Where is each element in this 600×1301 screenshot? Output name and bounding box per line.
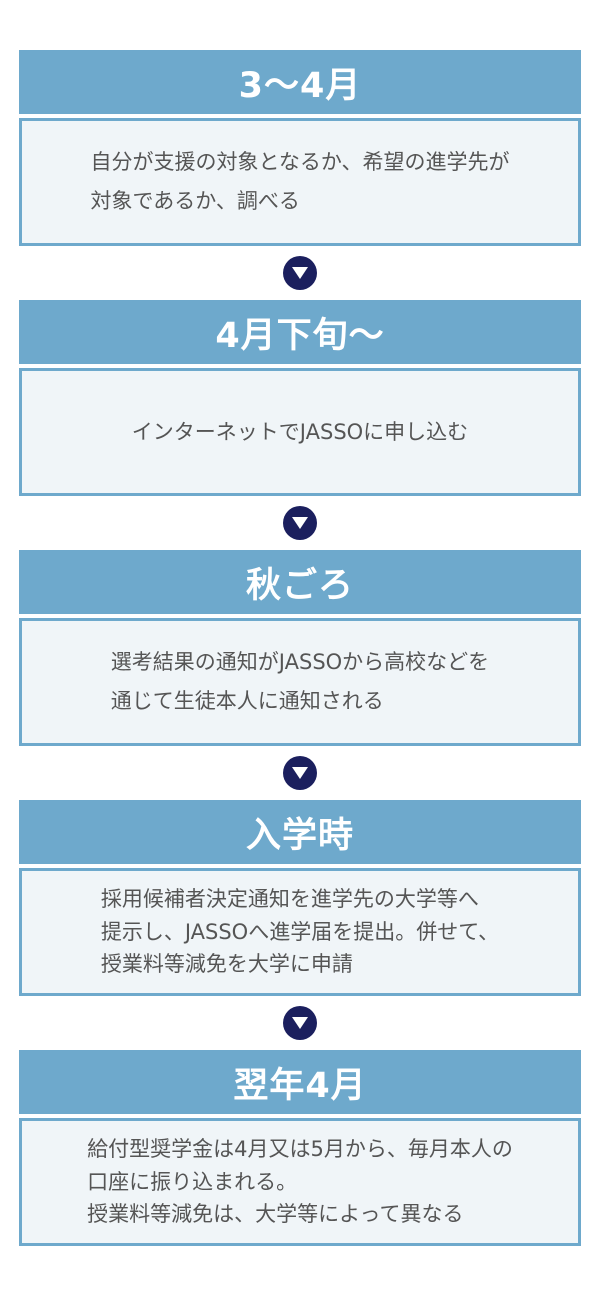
step-description-text: 選考結果の通知がJASSOから高校などを 通じて生徒本人に通知される bbox=[110, 650, 490, 713]
step-3: 秋ごろ 選考結果の通知がJASSOから高校などを 通じて生徒本人に通知される bbox=[19, 550, 581, 746]
step-description: 採用候補者決定通知を進学先の大学等へ 提示し、JASSOへ進学届を提出。併せて、… bbox=[19, 868, 581, 996]
step-1: 3〜4月 自分が支援の対象となるか、希望の進学先が 対象であるか、調べる bbox=[19, 50, 581, 246]
step-description: 選考結果の通知がJASSOから高校などを 通じて生徒本人に通知される bbox=[19, 618, 581, 746]
step-description-text: 採用候補者決定通知を進学先の大学等へ 提示し、JASSOへ進学届を提出。併せて、… bbox=[100, 887, 500, 977]
flow-arrow bbox=[19, 746, 581, 800]
down-triangle-icon bbox=[283, 506, 317, 540]
down-triangle-icon bbox=[283, 1006, 317, 1040]
step-description: インターネットでJASSOに申し込む bbox=[19, 368, 581, 496]
step-2: 4月下旬〜 インターネットでJASSOに申し込む bbox=[19, 300, 581, 496]
flow-arrow bbox=[19, 996, 581, 1050]
step-title: 入学時 bbox=[19, 800, 581, 864]
step-title: 4月下旬〜 bbox=[19, 300, 581, 364]
step-description-text: 給付型奨学金は4月又は5月から、毎月本人の 口座に振り込まれる。 授業料等減免は… bbox=[87, 1137, 513, 1227]
step-title: 翌年4月 bbox=[19, 1050, 581, 1114]
down-triangle-icon bbox=[283, 756, 317, 790]
flow-arrow bbox=[19, 496, 581, 550]
flow-arrow bbox=[19, 246, 581, 300]
down-triangle-icon bbox=[283, 256, 317, 290]
process-flow: 3〜4月 自分が支援の対象となるか、希望の進学先が 対象であるか、調べる 4月下… bbox=[19, 50, 581, 1246]
step-description-text: 自分が支援の対象となるか、希望の進学先が 対象であるか、調べる bbox=[90, 150, 510, 213]
step-title: 3〜4月 bbox=[19, 50, 581, 114]
step-description-text: インターネットでJASSOに申し込む bbox=[131, 419, 469, 444]
step-description: 給付型奨学金は4月又は5月から、毎月本人の 口座に振り込まれる。 授業料等減免は… bbox=[19, 1118, 581, 1246]
step-title: 秋ごろ bbox=[19, 550, 581, 614]
step-5: 翌年4月 給付型奨学金は4月又は5月から、毎月本人の 口座に振り込まれる。 授業… bbox=[19, 1050, 581, 1246]
step-description: 自分が支援の対象となるか、希望の進学先が 対象であるか、調べる bbox=[19, 118, 581, 246]
step-4: 入学時 採用候補者決定通知を進学先の大学等へ 提示し、JASSOへ進学届を提出。… bbox=[19, 800, 581, 996]
